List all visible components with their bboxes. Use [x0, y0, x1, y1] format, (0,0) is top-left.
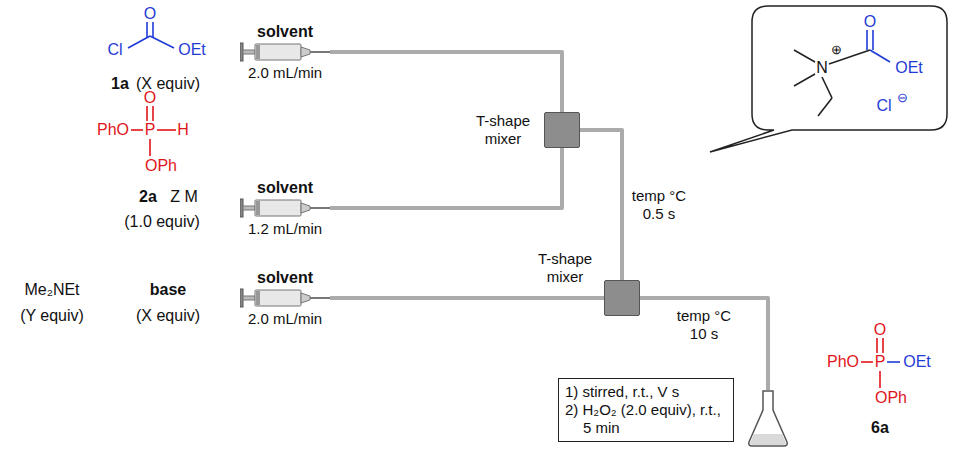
syringe-hub	[301, 293, 310, 303]
condition-step: 1) stirred, r.t., V s	[565, 383, 727, 401]
structure-label: OPh	[145, 157, 177, 175]
structure-label: 2a	[139, 188, 157, 206]
syringe-barrel	[255, 200, 301, 216]
syringe-pump: solvent 2.0 mL/min	[240, 268, 330, 328]
structure-label: Cl	[876, 97, 891, 115]
structure-label: Z M	[170, 188, 198, 206]
flask-outline	[749, 391, 787, 446]
bond-set	[128, 22, 174, 48]
plunger-rod	[243, 50, 255, 54]
syringe-needle	[310, 297, 330, 299]
bond	[818, 98, 832, 116]
flask-symbol	[746, 390, 790, 448]
structure-label: PhO	[827, 353, 859, 371]
structure-label: OEt	[178, 41, 206, 59]
mixer-block	[604, 280, 640, 316]
structure-label: (X equiv)	[136, 307, 200, 325]
temperature-time-label: temp °C 10 s	[675, 306, 733, 344]
syringe-barrel	[255, 290, 301, 306]
structure-label: PhO	[97, 121, 129, 139]
structure-label: H	[177, 121, 189, 139]
structure-label: Cl	[107, 41, 122, 59]
tubing	[640, 298, 768, 390]
t-shape-mixer: T-shape mixer	[468, 112, 580, 150]
plunger-rod	[243, 206, 255, 210]
syringe-needle	[310, 51, 330, 53]
plunger-head	[256, 201, 260, 215]
flow-rate: 2.0 mL/min	[240, 63, 330, 82]
syringe-hub	[301, 203, 310, 213]
structure-label: 1a	[111, 75, 129, 93]
structure-label: base	[150, 281, 186, 299]
mixer-block	[544, 112, 580, 148]
solvent-label: solvent	[240, 178, 330, 197]
structure-label: (1.0 equiv)	[124, 213, 200, 231]
structure-label: OEt	[903, 353, 931, 371]
bond	[866, 30, 868, 50]
flask-with-note: 1) stirred, r.t., V s2) H₂O₂ (2.0 equiv)…	[558, 378, 790, 448]
bond	[822, 77, 832, 98]
syringe-needle	[310, 207, 330, 209]
structure-label: 6a	[871, 419, 889, 437]
t-shape-mixer: T-shape mixer	[530, 250, 640, 316]
syringe-symbol	[240, 41, 330, 63]
solvent-label: solvent	[240, 22, 330, 41]
tubing	[330, 148, 562, 208]
syringe-hub	[301, 47, 310, 57]
bond	[794, 74, 815, 86]
structure-label: (Y equiv)	[20, 307, 84, 325]
plunger-head	[256, 45, 260, 59]
structure-label: N	[816, 59, 828, 77]
syringe-pump: solvent 1.2 mL/min	[240, 178, 330, 238]
bond	[794, 50, 815, 62]
syringe-barrel	[255, 44, 301, 60]
structure-label: O	[144, 89, 156, 107]
flask-liquid	[750, 434, 786, 445]
solvent-label: solvent	[240, 268, 330, 287]
temperature-time-label: temp °C 0.5 s	[630, 186, 688, 224]
structure-label: O	[864, 13, 876, 31]
mixer-label: T-shape mixer	[530, 250, 600, 286]
tubing	[330, 52, 562, 112]
syringe-symbol	[240, 287, 330, 309]
bubble-shape	[710, 6, 947, 152]
structure-label: OEt	[895, 59, 923, 77]
structure-label: P	[145, 121, 156, 139]
structure-label: Me₂NEt	[24, 281, 79, 299]
mixer-label: T-shape mixer	[468, 112, 538, 148]
flow-rate: 2.0 mL/min	[240, 309, 330, 328]
bond-set	[131, 106, 883, 388]
plunger-head	[256, 291, 260, 305]
callout-bubble: O N⊕ OEtCl ⊖	[752, 6, 947, 130]
syringe-symbol	[240, 197, 330, 219]
condition-box: 1) stirred, r.t., V s2) H₂O₂ (2.0 equiv)…	[558, 378, 734, 442]
structure-label: O	[144, 5, 156, 23]
condition-step: 2) H₂O₂ (2.0 equiv), r.t., 5 min	[565, 401, 727, 437]
structure-label: ⊖	[897, 89, 908, 107]
flow-rate: 1.2 mL/min	[240, 219, 330, 238]
bond	[887, 361, 900, 363]
structure-label: P	[875, 353, 886, 371]
syringe-pump: solvent 2.0 mL/min	[240, 22, 330, 82]
structure-label: OPh	[875, 389, 907, 407]
tubing	[330, 296, 604, 300]
bond	[870, 50, 890, 62]
plunger-rod	[243, 296, 255, 300]
structure-label: O	[874, 321, 886, 339]
bond	[872, 30, 874, 50]
structure-label: ⊕	[831, 41, 842, 59]
